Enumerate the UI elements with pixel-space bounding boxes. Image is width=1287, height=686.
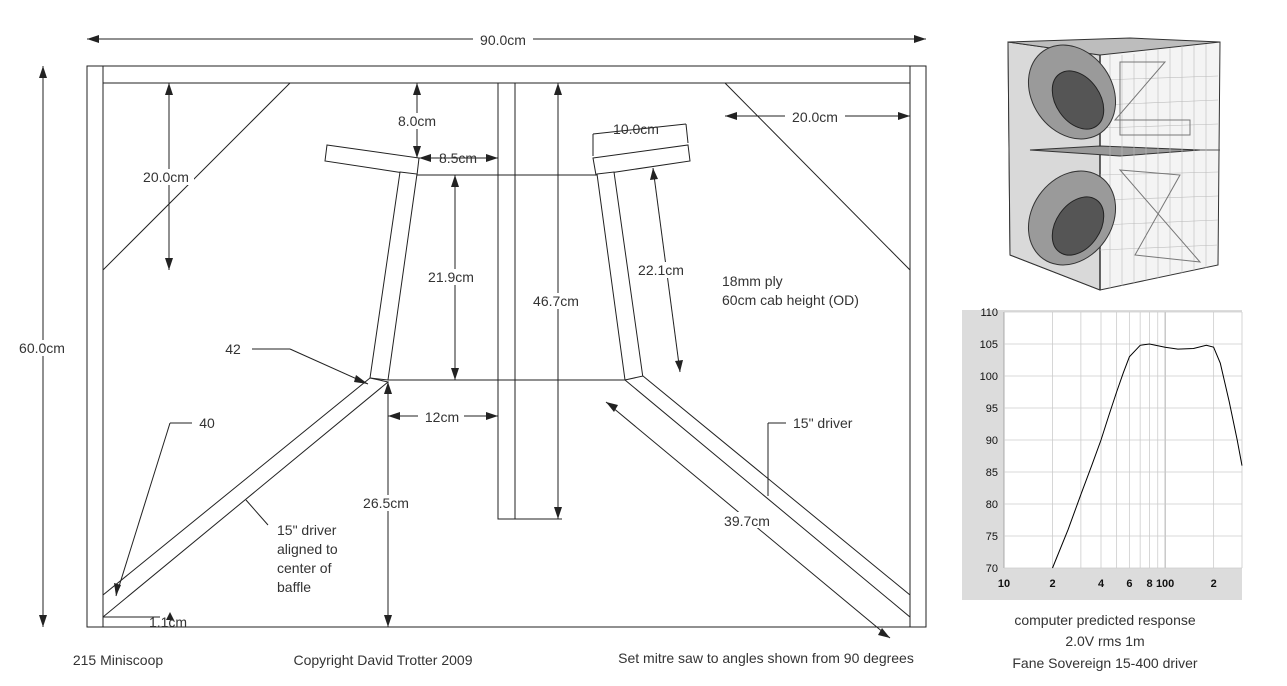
footer-copyright: Copyright David Trotter 2009 [294,652,473,668]
x-tick-label: 6 [1126,578,1132,590]
label-driver-right: 15" driver [793,415,853,431]
dim-bottom-gap [103,612,174,620]
x-tick-label: 2 [1049,578,1055,590]
dim-top-left-vertical [138,83,194,270]
cabinet-3d-render [1007,37,1221,291]
y-tick-label: 100 [980,371,998,383]
response-caption-1: computer predicted response [1014,612,1196,628]
label-left-flare-length: 21.9cm [428,269,474,285]
label-angle-42: 42 [225,341,241,357]
label-driver-left-4: baffle [277,579,311,595]
x-tick-label: 2 [1211,578,1217,590]
center-divider [497,82,516,520]
dim-bottom-height [357,382,415,627]
cabinet-outline [86,65,927,628]
label-throat-gap: 12cm [425,409,459,425]
label-total-width: 90.0cm [480,32,526,48]
response-chart: 110 105 100 95 90 85 80 75 70 10 2 4 6 8 100 2 [962,307,1243,600]
x-tick-label: 100 [1156,578,1174,590]
y-tick-label: 80 [986,499,998,511]
label-top-right-horizontal: 20.0cm [792,109,838,125]
left-flare-cap [324,144,420,176]
note-material-2: 60cm cab height (OD) [722,292,859,308]
left-flare-panel [369,171,418,381]
right-flare-cap [592,144,691,176]
y-tick-label: 90 [986,435,998,447]
label-angle-40: 40 [199,415,215,431]
label-total-height: 60.0cm [19,340,65,356]
x-tick-label: 10 [998,578,1010,590]
y-tick-label: 70 [986,563,998,575]
label-right-flare-length: 22.1cm [638,262,684,278]
dim-total-height [12,66,72,627]
callout-driver-right [767,422,786,496]
dim-flare-width [592,123,689,156]
label-baffle-length: 39.7cm [724,513,770,529]
y-tick-label: 105 [980,339,998,351]
label-flare-gap: 8.5cm [439,150,477,166]
right-baffle [623,375,911,619]
label-bottom-height: 26.5cm [363,495,409,511]
callout-40 [114,422,192,597]
label-bottom-gap: 1.1cm [149,614,187,630]
label-driver-left-3: center of [277,560,332,576]
y-tick-label: 110 [980,307,998,319]
chart-gridlines [1003,311,1243,569]
y-tick-label: 75 [986,531,998,543]
footer-model: 215 Miniscoop [73,652,163,668]
response-caption-2: 2.0V rms 1m [1065,633,1144,649]
dim-top-right-horizontal [725,108,910,124]
dim-flare-gap [419,154,498,162]
x-tick-label: 8 [1146,578,1152,590]
footer-mitre-note: Set mitre saw to angles shown from 90 de… [618,650,914,666]
note-material-1: 18mm ply [722,273,783,289]
chart-x-ticks: 10 2 4 6 8 100 2 [998,578,1217,590]
dim-right-flare-length [630,167,690,373]
label-driver-left-1: 15" driver [277,522,337,538]
dim-baffle-length [605,401,891,639]
label-flare-width: 10.0cm [613,121,659,137]
response-caption-3: Fane Sovereign 15-400 driver [1012,655,1198,671]
label-top-gap: 8.0cm [398,113,436,129]
top-left-diagonal [102,82,291,271]
y-tick-label: 85 [986,467,998,479]
dim-left-flare-length [423,175,481,380]
chart-y-ticks: 110 105 100 95 90 85 80 75 70 [980,307,998,575]
label-driver-left-2: aligned to [277,541,338,557]
dim-center-divider [515,83,587,520]
dim-throat-gap [388,408,498,424]
response-curve [1052,343,1243,569]
callout-42 [252,348,369,385]
label-top-left-vertical: 20.0cm [143,169,189,185]
label-center-divider: 46.7cm [533,293,579,309]
dim-top-gap [394,83,440,158]
left-baffle [102,377,390,619]
callout-driver-left [245,499,269,526]
dim-total-width [87,31,926,47]
y-tick-label: 95 [986,403,998,415]
top-right-diagonal [724,82,911,271]
x-tick-label: 4 [1098,578,1105,590]
